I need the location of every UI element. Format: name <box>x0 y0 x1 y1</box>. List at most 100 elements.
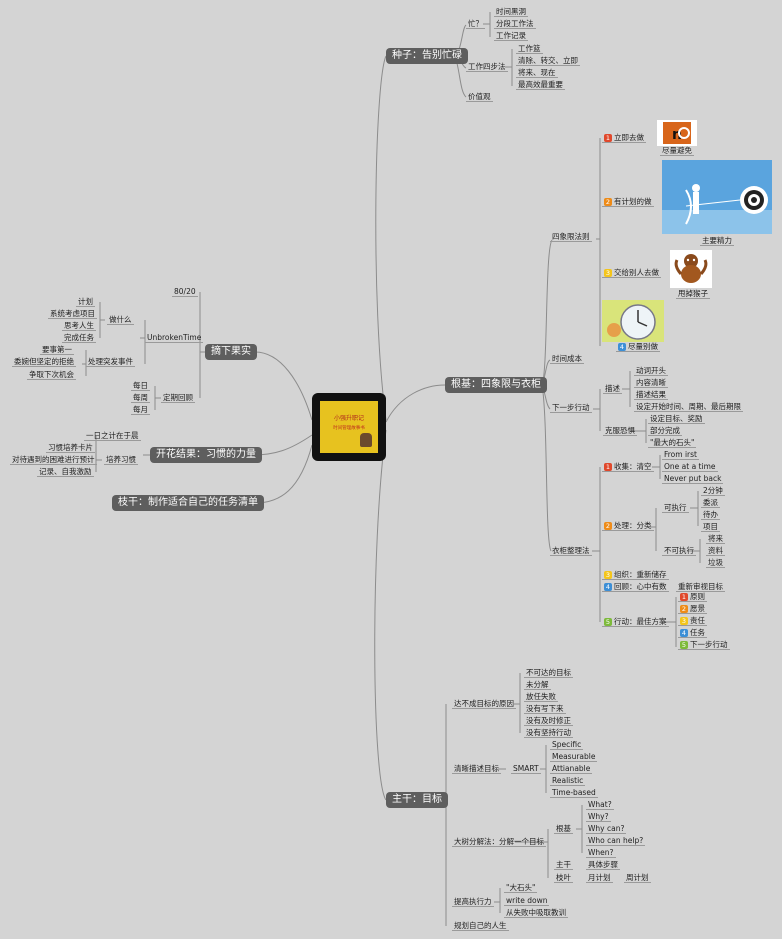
node-base-item[interactable]: Why can? <box>586 824 627 834</box>
node-quadrant[interactable]: 四象限法则 <box>550 232 592 242</box>
node-base-item[interactable]: When? <box>586 848 616 858</box>
node-fail-reasons[interactable]: 达不成目标的原因 <box>452 699 516 709</box>
node-busy-item[interactable]: 分段工作法 <box>494 19 536 29</box>
node-smart-item[interactable]: Attianable <box>550 764 593 774</box>
branch-fruit[interactable]: 摘下果实 <box>205 344 257 360</box>
node-exec[interactable]: 提高执行力 <box>452 897 494 907</box>
node-tree-split[interactable]: 大树分解法：分解一个目标 <box>452 837 546 847</box>
node-what-item[interactable]: 计划 <box>76 297 95 307</box>
central-topic[interactable]: 小强升职记 时间管理故事书 <box>312 393 386 461</box>
node-doable-item[interactable]: 项目 <box>701 522 720 532</box>
node-habit-item[interactable]: 一日之计在于晨 <box>84 431 141 441</box>
node-overcome-item[interactable]: 部分完成 <box>648 426 682 436</box>
branch-branch[interactable]: 枝干：制作适合自己的任务清单 <box>112 495 264 511</box>
node-fail-item[interactable]: 不可达的目标 <box>524 668 573 678</box>
node-leaf-item[interactable]: 月计划 <box>586 873 613 883</box>
node-closet[interactable]: 衣柜整理法 <box>550 546 592 556</box>
node-review-periodic[interactable]: 定期回顾 <box>161 393 195 403</box>
node-overcome-item[interactable]: 设定目标、奖励 <box>648 414 705 424</box>
node-doable-item[interactable]: 待办 <box>701 510 720 520</box>
node-flow[interactable]: 工作四步法 <box>466 62 508 72</box>
node-not-doable-item[interactable]: 将来 <box>706 534 725 544</box>
node-main[interactable]: 主干 <box>554 860 573 870</box>
branch-trunk[interactable]: 主干：目标 <box>386 792 448 808</box>
node-unbroken[interactable]: UnbrokenTime <box>145 333 204 343</box>
node-smart-item[interactable]: Measurable <box>550 752 598 762</box>
node-collect-item[interactable]: From irst <box>662 450 699 460</box>
node-what-item[interactable]: 思考人生 <box>62 321 96 331</box>
node-describe-item[interactable]: 描述结果 <box>634 390 668 400</box>
node-exec-item[interactable]: "大石头" <box>504 883 538 893</box>
node-value[interactable]: 价值观 <box>466 92 493 102</box>
node-collect-item[interactable]: Never put back <box>662 474 724 484</box>
node-fail-item[interactable]: 没有及时修正 <box>524 716 573 726</box>
node-exec-item[interactable]: 从失败中吸取教训 <box>504 908 568 918</box>
node-busy[interactable]: 忙？ <box>466 19 485 29</box>
node-fail-item[interactable]: 没有写下来 <box>524 704 566 714</box>
node-handle-item[interactable]: 委婉但坚定的拒绝 <box>12 357 76 367</box>
node-doable-item[interactable]: 委派 <box>701 498 720 508</box>
node-habit[interactable]: 培养习惯 <box>104 455 138 465</box>
node-fail-item[interactable]: 未分解 <box>524 680 551 690</box>
node-describe[interactable]: 描述 <box>603 384 622 394</box>
node-leaf[interactable]: 枝叶 <box>554 873 573 883</box>
node-habit-item[interactable]: 习惯培养卡片 <box>46 443 95 453</box>
node-review-item[interactable]: 每日 <box>131 381 150 391</box>
node-busy-item[interactable]: 工作记录 <box>494 31 528 41</box>
node-handle-item[interactable]: 争取下次机会 <box>27 370 76 380</box>
node-collect-item[interactable]: One at a time <box>662 462 718 472</box>
node-habit-item[interactable]: 对待遇到的困难进行预计 <box>10 455 97 465</box>
node-ratio[interactable]: 80/20 <box>172 287 198 297</box>
branch-bloom[interactable]: 开花结果：习惯的力量 <box>150 447 262 463</box>
node-doable-item[interactable]: 2分钟 <box>701 486 725 496</box>
node-flow-item[interactable]: 工作篮 <box>516 44 543 54</box>
node-clear-goal[interactable]: 清晰描述目标 <box>452 764 501 774</box>
node-smart-item[interactable]: Time-based <box>550 788 598 798</box>
node-handle[interactable]: 处理突发事件 <box>86 357 135 367</box>
node-not-doable[interactable]: 不可执行 <box>662 546 696 556</box>
node-what-item[interactable]: 系统考虑项目 <box>48 309 97 319</box>
node-fail-item[interactable]: 没有坚持行动 <box>524 728 573 738</box>
node-next-action[interactable]: 下一步行动 <box>550 403 592 413</box>
branch-root[interactable]: 根基：四象限与衣柜 <box>445 377 547 393</box>
node-not-doable-item[interactable]: 垃圾 <box>706 558 725 568</box>
node-plan-life[interactable]: 规划自己的人生 <box>452 921 509 931</box>
node-fail-item[interactable]: 放任失败 <box>524 692 558 702</box>
node-what[interactable]: 做什么 <box>107 315 134 325</box>
node-smart[interactable]: SMART <box>511 764 541 774</box>
node-handle-item[interactable]: 要事第一 <box>40 345 74 355</box>
node-describe-item[interactable]: 内容清晰 <box>634 378 668 388</box>
node-doable[interactable]: 可执行 <box>662 503 689 513</box>
node-base-item[interactable]: What? <box>586 800 614 810</box>
node-describe-item[interactable]: 动词开头 <box>634 366 668 376</box>
node-leaf-item2[interactable]: 周计划 <box>624 873 651 883</box>
node-review-item[interactable]: 重新审视目标 <box>676 582 725 592</box>
node-smart-item[interactable]: Specific <box>550 740 584 750</box>
node-base-item[interactable]: Why? <box>586 812 611 822</box>
node-what-item[interactable]: 完成任务 <box>62 333 96 343</box>
node-main-item[interactable]: 具体步骤 <box>586 860 620 870</box>
node-overcome[interactable]: 克服恐惧 <box>603 426 637 436</box>
node-overcome-item[interactable]: "最大的石头" <box>648 438 697 448</box>
node-base[interactable]: 根基 <box>554 824 573 834</box>
node-exec-item[interactable]: write down <box>504 896 550 906</box>
node-time-cost[interactable]: 时间成本 <box>550 354 584 364</box>
node-smart-item[interactable]: Realistic <box>550 776 586 786</box>
node-habit-item[interactable]: 记录、自我激励 <box>37 467 94 477</box>
node-flow-item[interactable]: 将来、现在 <box>516 68 558 78</box>
branch-seed[interactable]: 种子：告别忙碌 <box>386 48 468 64</box>
